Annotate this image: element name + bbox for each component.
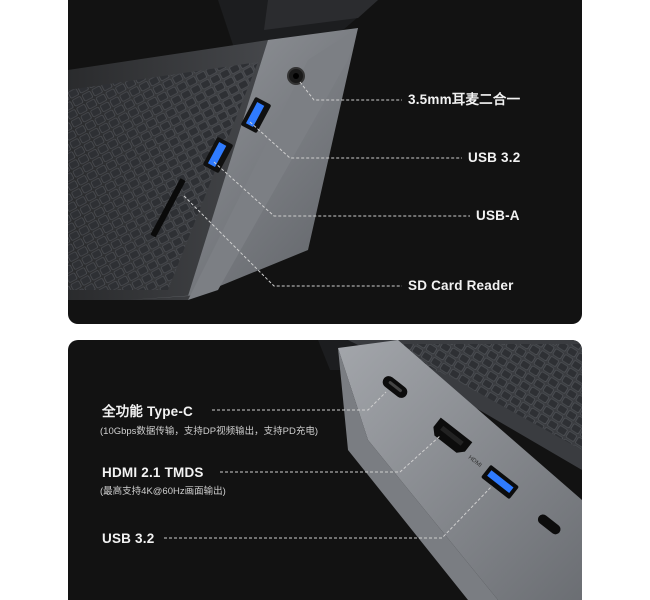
leader-line-usb32 — [164, 485, 493, 539]
usb-3-2-port — [241, 97, 271, 133]
label-type-c-description: (10Gbps数据传输，支持DP视频输出，支持PD充电) — [100, 426, 318, 437]
laptop-left-side-illustration — [68, 0, 470, 300]
leader-line-usba — [213, 161, 470, 217]
keyboard-keys — [68, 62, 258, 290]
laptop-right-side-illustration: HDMI — [164, 340, 582, 600]
bottom-port-panel: HDMI 全功能 Type-C (10Gbps数据传输，支持DP视频输出，支持P… — [68, 340, 582, 600]
sd-card-slot — [150, 178, 186, 238]
leader-line-usb32 — [249, 121, 462, 159]
small-port — [537, 514, 561, 535]
leader-line-sd — [183, 195, 402, 287]
keyboard-keys — [378, 344, 582, 450]
label-usb-a: USB-A — [476, 208, 520, 223]
label-sd-card-reader: SD Card Reader — [408, 278, 514, 293]
top-port-panel: 3.5mm耳麦二合一 USB 3.2 USB-A SD Card Reader — [68, 0, 582, 324]
label-hdmi: HDMI 2.1 TMDS — [102, 465, 204, 480]
label-audio-jack: 3.5mm耳麦二合一 — [408, 92, 521, 107]
label-type-c: 全功能 Type-C — [102, 404, 194, 419]
label-hdmi-description: (最高支持4K@60Hz画面输出) — [100, 486, 226, 497]
leader-line-type-c — [212, 391, 387, 411]
laptop-side-chassis — [338, 340, 582, 600]
leader-line-hdmi — [220, 435, 441, 473]
label-usb-3-2-bottom: USB 3.2 — [102, 531, 155, 546]
label-usb-3-2: USB 3.2 — [468, 150, 521, 165]
hdmi-port — [433, 417, 473, 453]
leader-line-audio — [299, 81, 402, 101]
usb-3-2-port — [481, 465, 519, 499]
usb-a-port — [203, 137, 233, 173]
type-c-port — [382, 376, 408, 398]
